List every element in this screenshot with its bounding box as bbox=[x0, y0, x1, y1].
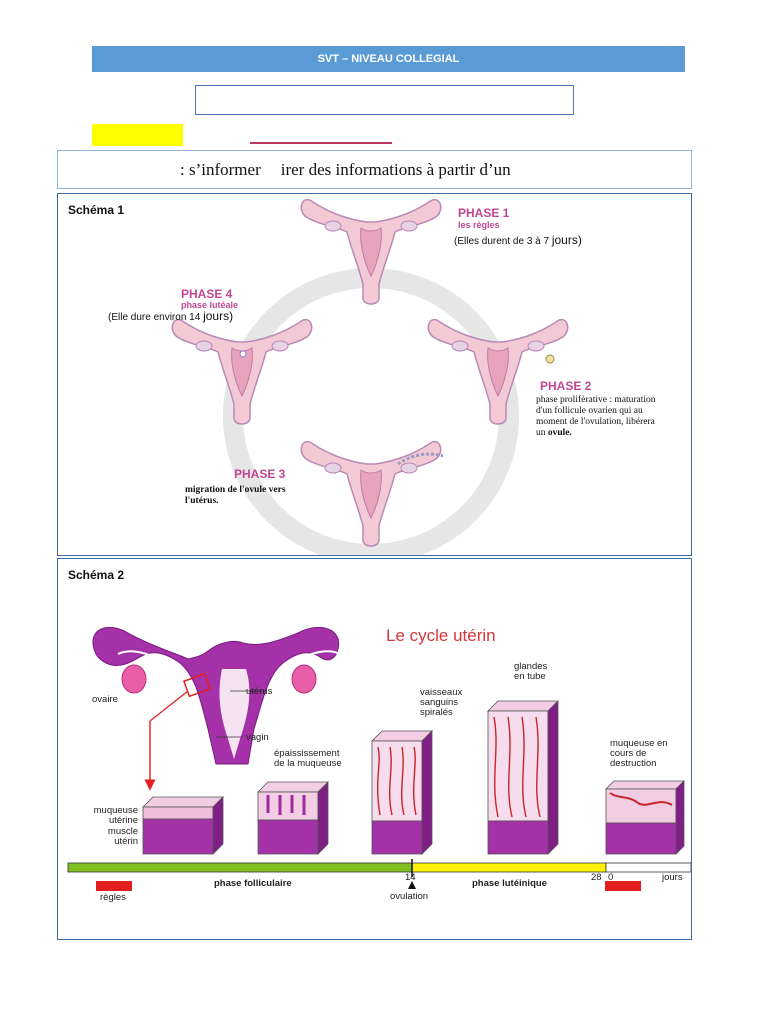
label-epaississement: épaississement de la muqueuse bbox=[274, 749, 342, 769]
phase-1-title: PHASE 1 bbox=[458, 207, 509, 219]
label-day-0: 0 bbox=[608, 873, 613, 883]
phase-2-description: phase prolifèrative : maturation d'un fo… bbox=[536, 395, 656, 439]
label-vaisseaux: vaisseaux sanguins spiralés bbox=[420, 688, 462, 718]
menstrual-cycle-illustration bbox=[58, 194, 692, 556]
label-day-28: 28 bbox=[591, 873, 602, 883]
phase-2-title: PHASE 2 bbox=[540, 380, 591, 392]
phase-3-title: PHASE 3 bbox=[234, 468, 285, 480]
label-uterus: utérus bbox=[246, 687, 272, 697]
course-banner: SVT – NIVEAU COLLEGIAL bbox=[92, 46, 685, 72]
label-destruction: muqueuse en cours de destruction bbox=[610, 739, 668, 769]
label-muscle: muscle utérin bbox=[66, 827, 138, 847]
objective-part1: : s’informer bbox=[180, 160, 261, 180]
label-jours: jours bbox=[662, 873, 683, 883]
label-regles: règles bbox=[100, 893, 126, 903]
yellow-highlight bbox=[92, 124, 183, 146]
objective-part2: irer des informations à partir d’un bbox=[281, 160, 511, 180]
schema-2-panel: Schéma 2 Le cycle utérin bbox=[57, 558, 692, 940]
label-muqueuse: muqueuse utérine bbox=[66, 806, 138, 826]
label-phase-luteinique: phase lutéinique bbox=[472, 878, 547, 889]
label-phase-folliculaire: phase folliculaire bbox=[214, 878, 292, 889]
tissue-block-4 bbox=[488, 701, 558, 854]
objective-box: : s’informer irer des informations à par… bbox=[57, 150, 692, 189]
tissue-block-3 bbox=[372, 731, 432, 854]
phase-4-duration: (Elle dure environ 14 jours) bbox=[108, 309, 233, 323]
label-ovulation: ovulation bbox=[390, 892, 428, 902]
phase-1-duration: (Elles durent de 3 à 7 jours) bbox=[454, 233, 582, 247]
lesson-title-box bbox=[195, 85, 574, 115]
tissue-block-2 bbox=[258, 782, 328, 854]
phase-3-description: migration de l'ovule vers l'utérus. bbox=[185, 485, 286, 507]
phase-1-subtitle: les règles bbox=[458, 220, 500, 230]
phase-4-title: PHASE 4 bbox=[181, 288, 232, 300]
label-glandes: glandes en tube bbox=[514, 662, 547, 682]
label-ovaire: ovaire bbox=[92, 695, 118, 705]
schema-1-panel: Schéma 1 PHASE 1 les règles (Elles duren… bbox=[57, 193, 692, 556]
tissue-block-1 bbox=[143, 797, 223, 854]
label-vagin: vagin bbox=[246, 733, 269, 743]
tissue-block-5 bbox=[606, 781, 684, 854]
red-underline bbox=[250, 142, 392, 144]
label-day-14: 14 bbox=[405, 873, 416, 883]
